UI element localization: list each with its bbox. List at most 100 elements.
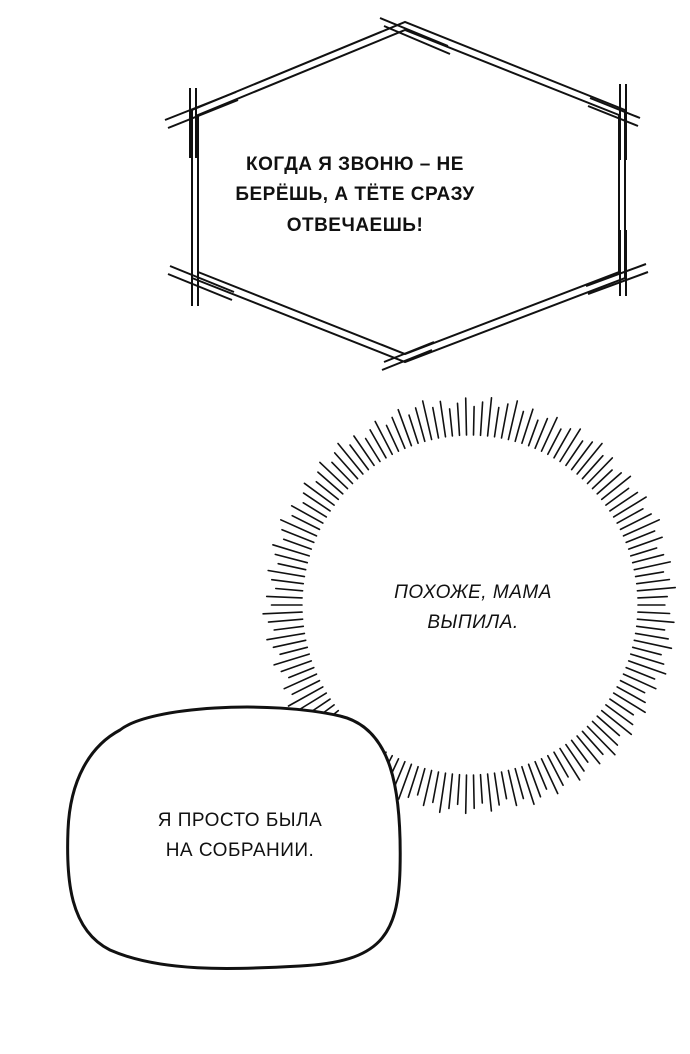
burst-spike	[331, 461, 354, 485]
burst-spike	[431, 771, 440, 804]
hexagon-caption-text: КОГДА Я ЗВОНЮ – НЕ БЕРЁШЬ, А ТЁТЕ СРАЗУ …	[230, 150, 480, 241]
burst-spike	[267, 618, 304, 623]
burst-spike	[422, 769, 433, 807]
burst-bubble-text: ПОХОЖЕ, МАМА ВЫПИЛА.	[368, 578, 578, 639]
burst-spike	[303, 482, 335, 506]
burst-spike	[448, 773, 454, 810]
burst-spike	[282, 538, 313, 550]
burst-spike	[353, 435, 375, 467]
burst-spike	[500, 771, 508, 800]
burst-spike	[500, 403, 509, 439]
burst-spike	[612, 692, 646, 714]
burst-spike	[431, 406, 440, 439]
burst-spike	[349, 444, 370, 471]
burst-spike	[302, 501, 328, 518]
burst-spike	[627, 536, 663, 550]
burst-spike	[619, 513, 652, 531]
burst-spike	[514, 767, 525, 800]
burst-spike	[279, 518, 318, 537]
burst-spike	[616, 507, 644, 524]
burst-spike	[633, 561, 672, 571]
burst-spike	[629, 653, 665, 665]
burst-spike	[631, 646, 662, 656]
burst-spike	[472, 774, 476, 810]
burst-spike	[397, 763, 413, 800]
burst-line: ПОХОЖЕ, МАМА	[394, 582, 552, 603]
burst-spike	[280, 660, 313, 673]
burst-spike	[472, 405, 475, 436]
burst-spike	[507, 769, 518, 807]
burst-spike	[287, 686, 324, 707]
burst-spike	[456, 402, 461, 437]
burst-spike	[273, 625, 305, 631]
burst-spike	[391, 416, 406, 450]
speech-line: Я ПРОСТО БЫЛА	[157, 810, 323, 831]
burst-spike	[576, 442, 603, 475]
burst-spike	[546, 754, 564, 787]
burst-spike	[479, 401, 484, 437]
burst-spike	[439, 400, 447, 438]
burst-spike	[274, 587, 304, 592]
speech-bubble-frame	[66, 705, 402, 971]
burst-spike	[290, 504, 324, 524]
burst-spike	[464, 774, 468, 815]
burst-spike	[637, 595, 669, 599]
burst-spike	[540, 757, 559, 795]
burst-spike	[438, 772, 447, 814]
burst-spike	[291, 679, 321, 696]
burst-spike	[319, 461, 349, 490]
burst-spike	[333, 452, 359, 480]
burst-spike	[527, 419, 539, 447]
hexagon-caption-frame	[164, 17, 649, 371]
burst-spike	[416, 767, 426, 796]
burst-spike	[576, 735, 601, 765]
burst-spike	[291, 514, 321, 531]
burst-spike	[570, 441, 594, 471]
burst-spike	[486, 773, 493, 812]
burst-spike	[622, 673, 657, 690]
burst-spike	[273, 653, 311, 666]
speech-bubble-text: Я ПРОСТО БЫЛА НА СОБРАНИИ.	[120, 806, 360, 867]
burst-spike	[493, 772, 501, 806]
burst-spike	[581, 454, 604, 480]
burst-spike	[317, 471, 344, 495]
burst-spike	[591, 469, 613, 490]
burst-spike	[559, 747, 581, 781]
burst-spike	[421, 400, 433, 441]
burst-spike	[272, 639, 307, 649]
burst-spike	[565, 743, 585, 772]
burst-spike	[448, 408, 454, 437]
burst-spike	[612, 496, 647, 518]
burst-spike	[414, 407, 426, 443]
burst-spike	[616, 686, 646, 704]
burst-spike	[600, 709, 633, 736]
burst-spike	[296, 692, 328, 712]
burst-spike	[456, 773, 461, 806]
burst-spike	[596, 715, 621, 737]
burst-spike	[625, 530, 656, 544]
burst-spike	[302, 492, 331, 512]
burst-spike	[277, 562, 307, 571]
burst-spike	[315, 480, 340, 501]
burst-spike	[634, 632, 670, 640]
burst-spike	[629, 547, 658, 557]
burst-spike	[267, 569, 306, 578]
burst-spike	[408, 414, 419, 445]
burst-spike	[637, 611, 671, 615]
burst-spike	[559, 428, 582, 463]
burst-line: ВЫПИЛА.	[427, 612, 519, 634]
burst-spike	[493, 406, 500, 438]
burst-spike	[591, 720, 619, 746]
burst-spike	[586, 725, 616, 756]
burst-spike	[635, 625, 666, 631]
burst-spike	[636, 586, 677, 592]
burst-spike	[605, 487, 630, 506]
burst-spike	[364, 437, 381, 463]
burst-spike	[622, 518, 661, 537]
burst-spike	[627, 660, 667, 675]
burst-spike	[385, 424, 400, 453]
burst-spike	[486, 396, 493, 437]
burst-spike	[625, 666, 656, 680]
burst-spike	[274, 553, 309, 564]
